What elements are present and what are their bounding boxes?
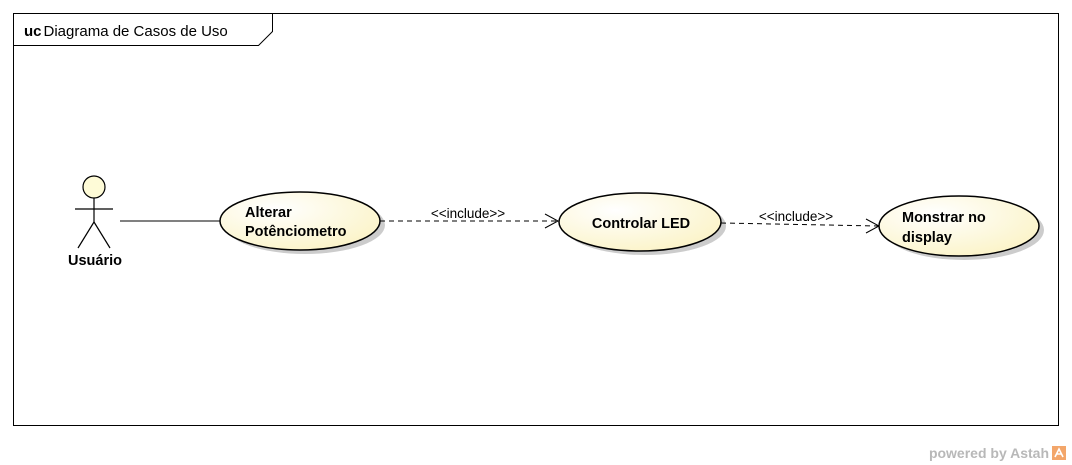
actor-head — [82, 175, 106, 199]
frame-keyword: uc — [24, 23, 42, 40]
use-case-alterar-potenciometro[interactable]: Alterar Potênciometro — [219, 191, 385, 254]
include-label: <<include>> — [759, 209, 833, 224]
frame-border — [13, 13, 1059, 426]
use-case-label-line2: display — [902, 230, 952, 246]
actor-right-leg — [93, 221, 111, 249]
astah-watermark: powered by Astah — [929, 445, 1066, 461]
actor-left-leg — [77, 221, 95, 249]
use-case-label-line1: Monstrar no — [902, 210, 986, 226]
use-case-ellipse — [878, 195, 1040, 257]
use-case-label: Controlar LED — [592, 216, 690, 232]
include-relation-2: <<include>> — [720, 209, 881, 234]
use-case-label-line1: Alterar — [245, 205, 292, 221]
frame-title-tab — [13, 13, 273, 46]
use-case-monstrar-no-display[interactable]: Monstrar no display — [878, 195, 1044, 260]
use-case-label-line2: Potênciometro — [245, 224, 347, 240]
actor-usuario[interactable]: Usuário — [68, 175, 122, 269]
actor-name: Usuário — [68, 253, 122, 269]
use-case-ellipse — [219, 191, 381, 251]
include-relation-1: <<include>> — [380, 206, 560, 229]
frame-title-text: Diagrama de Casos de Uso — [44, 23, 228, 40]
watermark-text: powered by Astah — [928, 445, 1049, 461]
use-case-controlar-led[interactable]: Controlar LED — [558, 192, 726, 255]
astah-logo-icon — [1052, 446, 1066, 460]
include-label: <<include>> — [431, 206, 505, 221]
include-arrowhead — [544, 213, 560, 229]
use-case-ellipse — [558, 192, 722, 252]
